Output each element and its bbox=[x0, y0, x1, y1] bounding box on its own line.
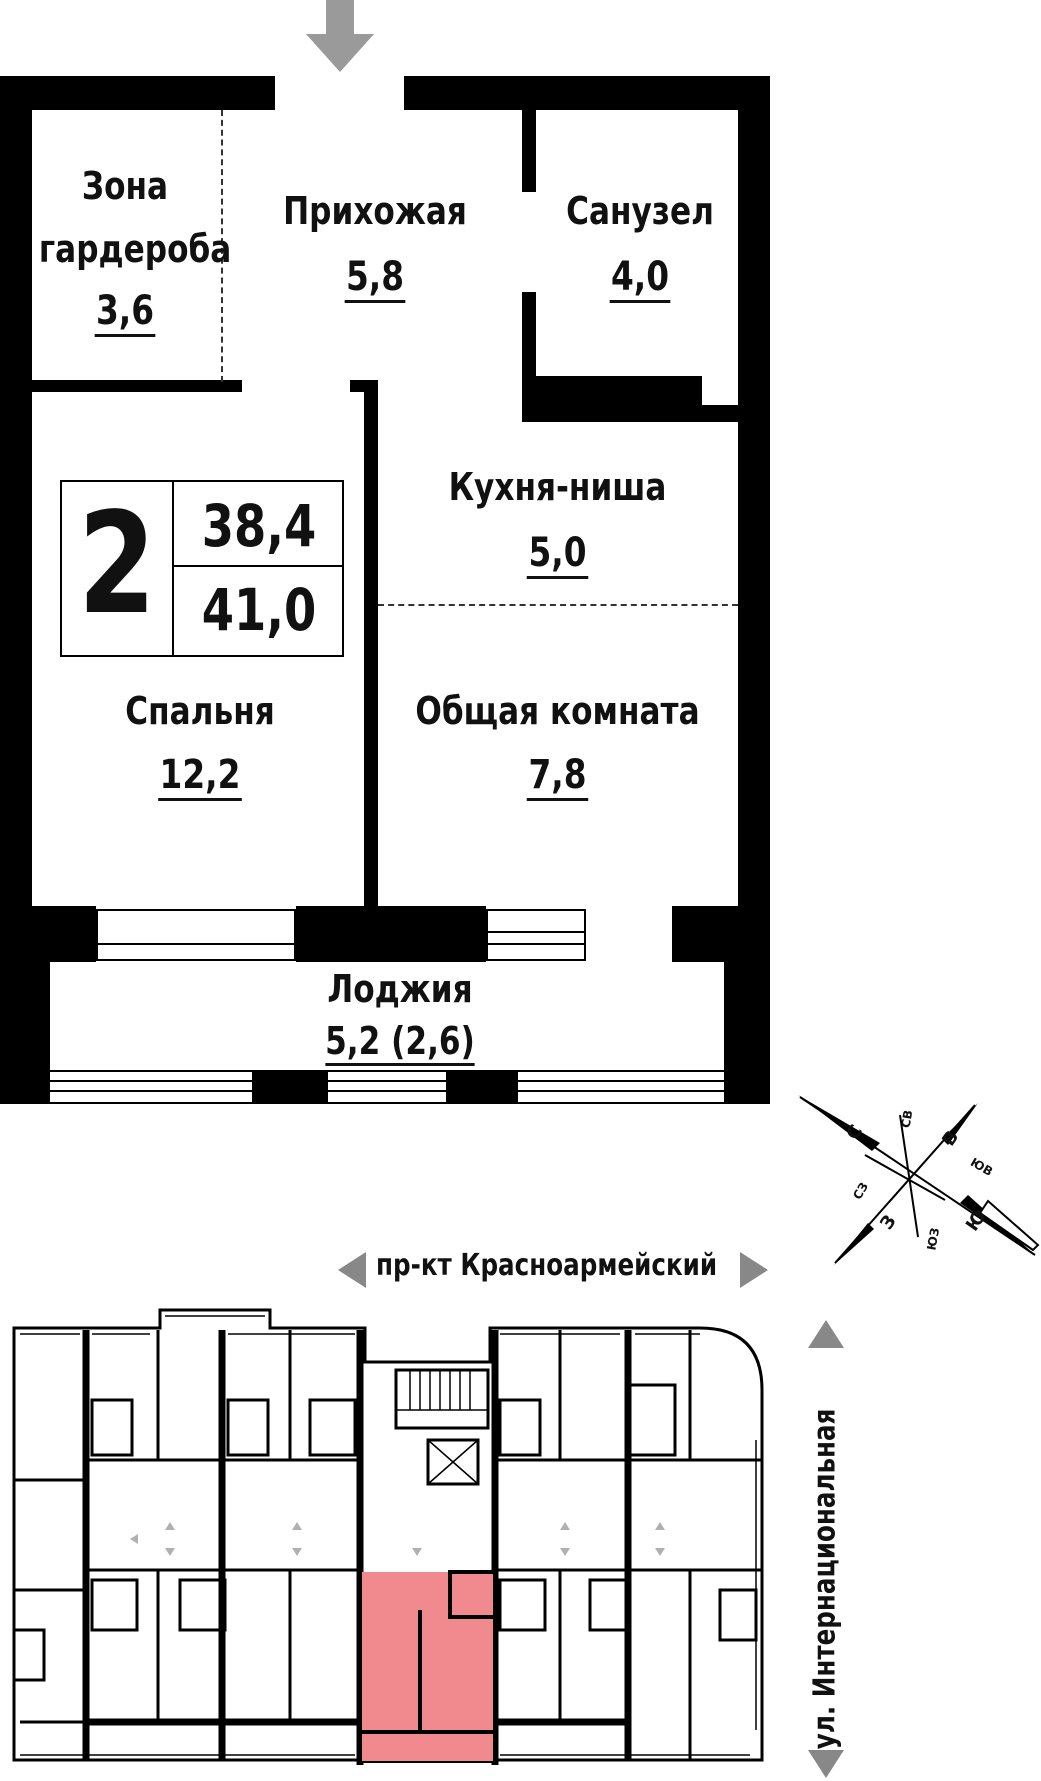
street-left-arrow-icon bbox=[338, 1252, 366, 1288]
living-window bbox=[486, 909, 586, 961]
bedroom-area: 12,2 bbox=[69, 752, 331, 801]
living-label: Общая комната bbox=[415, 689, 700, 733]
street-down-arrow-icon bbox=[808, 1750, 844, 1778]
living-area-value: 38,4 bbox=[201, 492, 317, 560]
street-up-arrow-icon bbox=[808, 1320, 844, 1348]
wardrobe-label-2: гардероба bbox=[38, 227, 232, 271]
bedroom-label: Спальня bbox=[125, 689, 275, 733]
street-top-label: пр-кт Красноармейский bbox=[376, 1248, 718, 1283]
entrance-arrow-icon bbox=[306, 0, 374, 72]
selected-apartment-highlight bbox=[360, 1572, 495, 1732]
bathroom-label: Санузел bbox=[566, 189, 714, 233]
total-area-value: 41,0 bbox=[201, 576, 317, 644]
kitchen-area: 5,0 bbox=[412, 530, 703, 579]
apartment-plan: Зона гардероба 3,6 Прихожая 5,8 Санузел … bbox=[0, 0, 800, 1110]
hallway-label: Прихожая bbox=[283, 189, 467, 233]
room-count: 2 bbox=[78, 483, 156, 646]
loggia-glazing bbox=[50, 1070, 724, 1104]
floor-key-plan bbox=[12, 1308, 764, 1765]
kitchen-label: Кухня-ниша bbox=[448, 465, 667, 509]
street-right-arrow-icon bbox=[740, 1252, 768, 1288]
bathroom-area: 4,0 bbox=[558, 254, 722, 303]
loggia-area: 5,2 (2,6) bbox=[236, 1019, 564, 1066]
wardrobe-label-1: Зона bbox=[81, 164, 169, 208]
compass-rose-icon bbox=[798, 1095, 1040, 1265]
wardrobe-area: 3,6 bbox=[47, 288, 203, 337]
apartment-badge: 2 38,4 41,0 bbox=[60, 480, 344, 657]
street-right-label: ул. Интернациональная bbox=[807, 1408, 843, 1750]
living-area: 7,8 bbox=[412, 752, 703, 801]
hallway-area: 5,8 bbox=[264, 254, 485, 303]
loggia-label: Лоджия bbox=[327, 967, 473, 1011]
bedroom-window bbox=[96, 909, 296, 961]
